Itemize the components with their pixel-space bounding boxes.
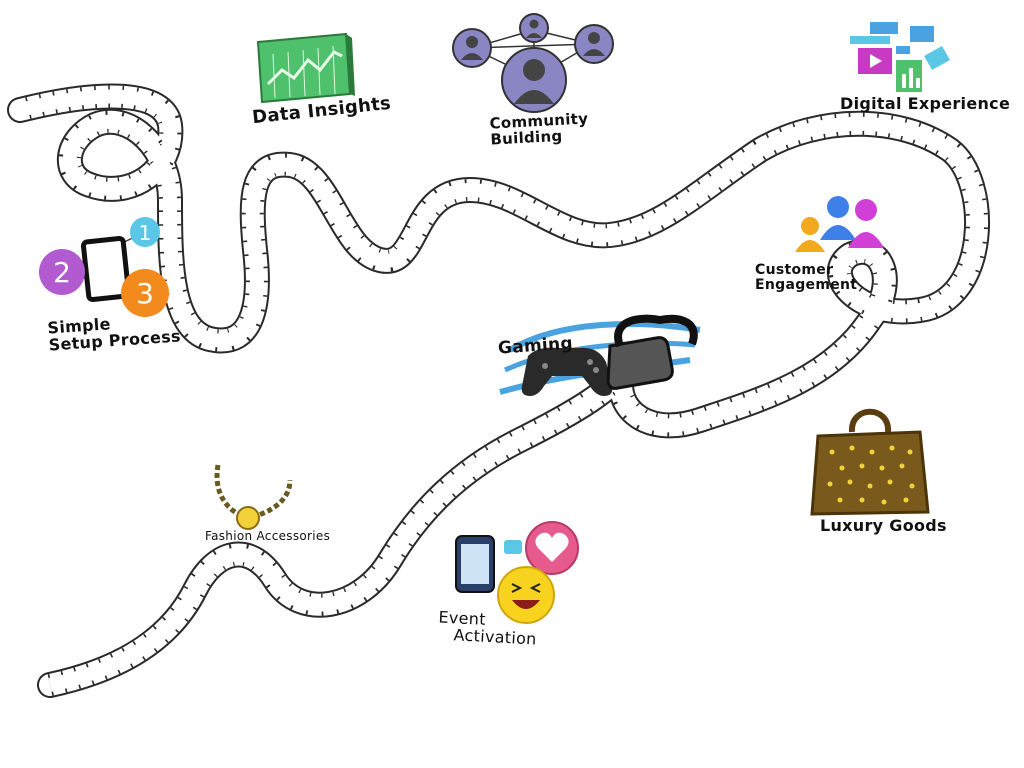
label-luxury-goods: Luxury Goods (820, 516, 947, 535)
heart-icon (535, 532, 569, 562)
laughing-emoji-icon (497, 566, 555, 624)
step-1-badge (130, 217, 160, 247)
label-customer-engagement: Customer Engagement (755, 263, 857, 292)
step-1-number: 1 (139, 221, 152, 245)
necklace-icon (214, 464, 293, 530)
step-2-number: 2 (53, 256, 71, 289)
step-2-badge (39, 249, 85, 295)
vr-headset-icon (606, 336, 674, 390)
gaming-icon (499, 314, 701, 396)
community-network-icon (452, 13, 614, 113)
label-customer-line2: Engagement (755, 276, 858, 293)
label-community-building: Community Building (489, 109, 589, 148)
step-3-number: 3 (136, 277, 154, 310)
label-event-activation: Event Activation (437, 607, 538, 648)
label-customer-line1: Customer (755, 262, 834, 278)
handbag-icon (810, 408, 930, 516)
label-fashion-accessories: Fashion Accessories (205, 529, 331, 543)
digital-devices-icon (850, 22, 950, 92)
label-digital-experience: Digital Experience (840, 94, 1011, 113)
setup-steps-icon: 1 2 3 (39, 217, 169, 317)
step-3-badge (121, 269, 169, 317)
chart-icon (256, 32, 355, 104)
event-activation-icon (455, 521, 579, 624)
customer-group-icon (795, 196, 884, 252)
